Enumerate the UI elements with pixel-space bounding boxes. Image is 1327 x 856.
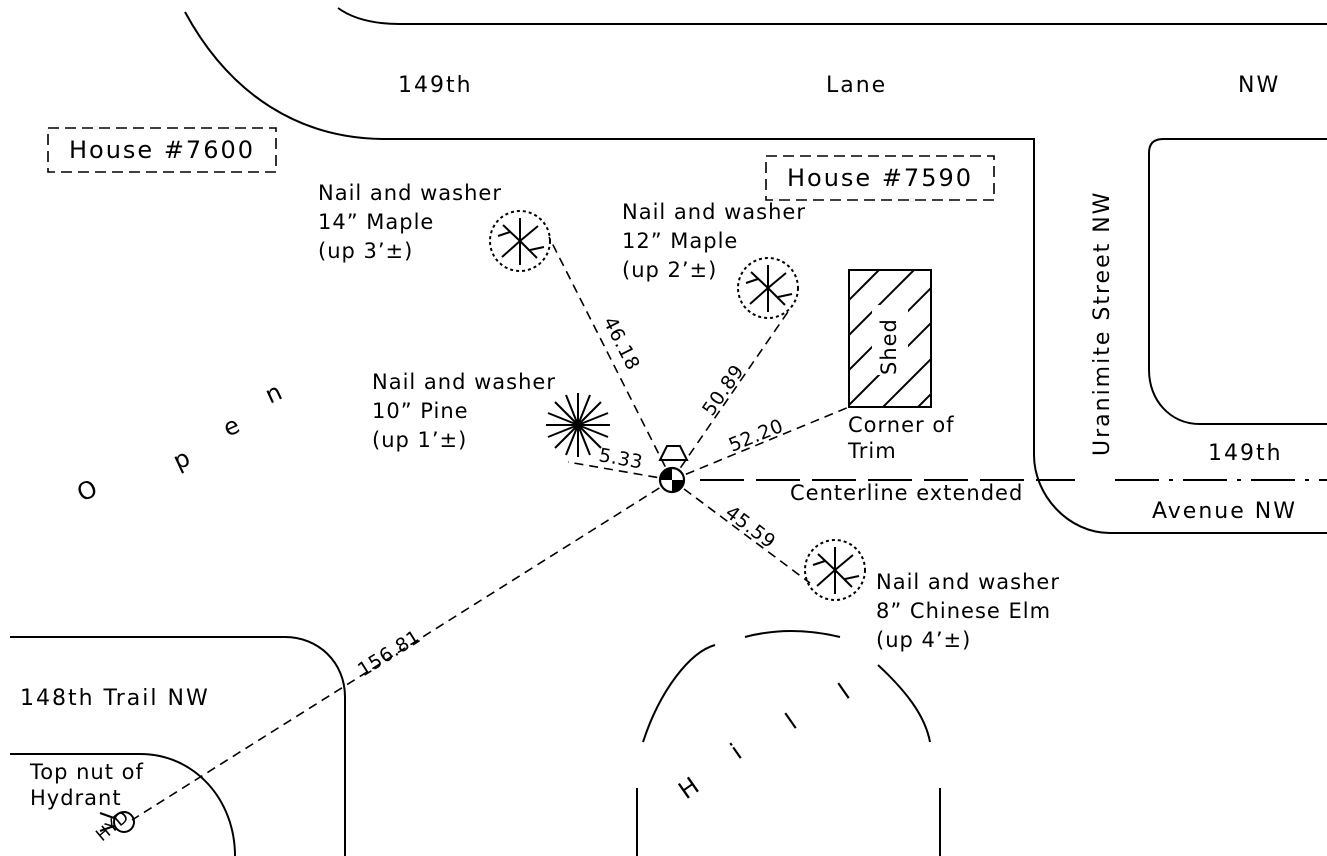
uranimite-east-edge xyxy=(1148,138,1327,425)
open-letter-3: e xyxy=(219,411,244,443)
lane-149-label-1: 149th xyxy=(398,73,473,98)
tree-maple14: Nail and washer 14” Maple (up 3’±) xyxy=(318,181,551,272)
hill-contours xyxy=(636,630,941,856)
shed-label: Shed xyxy=(877,318,901,375)
control-point-marker-icon xyxy=(658,445,689,461)
tree-elm8-line1: Nail and washer xyxy=(876,570,1060,594)
avenue-149-label-1: 149th xyxy=(1208,441,1283,466)
hill-letter-1: H xyxy=(673,772,704,805)
centerline-label: Centerline extended xyxy=(790,481,1023,505)
uranimite-street-label: Uranimite Street NW xyxy=(1090,191,1115,456)
tie-lines xyxy=(131,236,850,821)
open-label: O p e n xyxy=(73,378,287,508)
distance-labels: 46.18 50.89 52.20 5.33 45.59 156.81 xyxy=(354,313,787,681)
shed-corner-label-2: Trim xyxy=(847,439,897,463)
tree-pine10-line3: (up 1’±) xyxy=(372,428,467,452)
hydrant-icon xyxy=(113,811,135,833)
deciduous-tree-icon xyxy=(804,539,866,601)
tie-line-pine10 xyxy=(567,461,673,481)
control-point xyxy=(658,445,689,494)
tree-maple12-line3: (up 2’±) xyxy=(622,258,717,282)
tree-maple12-line2: 12” Maple xyxy=(622,229,738,253)
tie-line-hydrant xyxy=(131,479,673,821)
tree-elm8: Nail and washer 8” Chinese Elm (up 4’±) xyxy=(804,539,1060,652)
hydrant-label-1: Top nut of xyxy=(29,760,144,784)
trail-148-label: 148th Trail NW xyxy=(20,686,210,711)
shed-label-mask xyxy=(872,305,908,375)
hill-contour-top xyxy=(744,630,841,638)
tree-maple14-line2: 14” Maple xyxy=(318,210,434,234)
street-edges xyxy=(10,7,1327,856)
tie-line-elm8 xyxy=(671,479,811,584)
distance-hydrant: 156.81 xyxy=(354,626,425,681)
hill-contour-inner-right xyxy=(877,664,931,743)
open-letter-2: p xyxy=(169,444,195,476)
deciduous-tree-icon xyxy=(489,210,551,272)
hydrant-nozzle-right xyxy=(99,825,115,832)
hill-letter-3: l xyxy=(780,708,802,735)
lane-149-label-2: Lane xyxy=(826,73,887,98)
pine-tree-icon xyxy=(546,393,610,457)
trail-north-edge xyxy=(10,636,346,856)
tie-line-shed-corner xyxy=(671,406,850,481)
open-letter-4: n xyxy=(261,378,287,410)
tree-elm8-line3: (up 4’±) xyxy=(876,628,971,652)
distance-elm8: 45.59 xyxy=(721,501,780,553)
tree-maple14-line3: (up 3’±) xyxy=(318,239,413,263)
house-7600-label: House #7600 xyxy=(69,136,255,164)
centerline: Centerline extended xyxy=(700,479,1327,505)
hydrant: Top nut of Hydrant HYD xyxy=(29,760,144,846)
shed: Shed Corner of Trim xyxy=(847,269,955,463)
tree-branches-icon xyxy=(812,547,860,594)
avenue-149-label-2: Avenue NW xyxy=(1152,499,1297,524)
house-7600: House #7600 xyxy=(47,127,277,173)
hill-contour-inner xyxy=(642,644,716,743)
house-7590: House #7590 xyxy=(765,155,995,201)
distance-pine10: 5.33 xyxy=(597,444,644,473)
shed-outline xyxy=(848,269,932,408)
distance-maple14: 46.18 xyxy=(599,313,644,374)
hill-letter-4: l xyxy=(833,678,855,705)
tree-branches-icon xyxy=(497,218,545,265)
hill-letter-2: i xyxy=(725,738,747,765)
tie-line-maple12 xyxy=(671,305,793,481)
tree-pine10-line1: Nail and washer xyxy=(372,370,556,394)
lane-south-edge xyxy=(184,11,1327,534)
lane-top-edge xyxy=(337,7,1327,25)
lane-149-label-3: NW xyxy=(1238,73,1280,98)
trail-south-edge xyxy=(10,753,236,856)
tie-line-maple14 xyxy=(548,236,673,481)
tree-maple14-line1: Nail and washer xyxy=(318,181,502,205)
control-point-quadrant-2 xyxy=(672,480,684,492)
deciduous-tree-icon xyxy=(737,257,799,319)
hill-label: H i l l xyxy=(673,678,855,805)
open-letter-1: O xyxy=(73,474,102,507)
tree-maple12-line1: Nail and washer xyxy=(622,200,806,224)
shed-corner-label-1: Corner of xyxy=(848,413,955,437)
distance-maple12: 50.89 xyxy=(698,361,749,420)
tree-branches-icon xyxy=(745,265,793,312)
control-point-quadrant-1 xyxy=(660,468,672,480)
hydrant-label-2: Hydrant xyxy=(30,786,122,810)
hydrant-nozzle-left xyxy=(99,812,115,819)
distance-shed-corner: 52.20 xyxy=(726,415,787,457)
tree-pine10-line2: 10” Pine xyxy=(372,399,469,423)
tree-maple12: Nail and washer 12” Maple (up 2’±) xyxy=(622,200,806,319)
tree-pine10: Nail and washer 10” Pine (up 1’±) xyxy=(372,370,610,457)
street-labels: 149th Lane NW Uranimite Street NW 149th … xyxy=(20,73,1297,711)
house-7590-label: House #7590 xyxy=(787,164,973,192)
tree-elm8-line2: 8” Chinese Elm xyxy=(876,599,1051,623)
